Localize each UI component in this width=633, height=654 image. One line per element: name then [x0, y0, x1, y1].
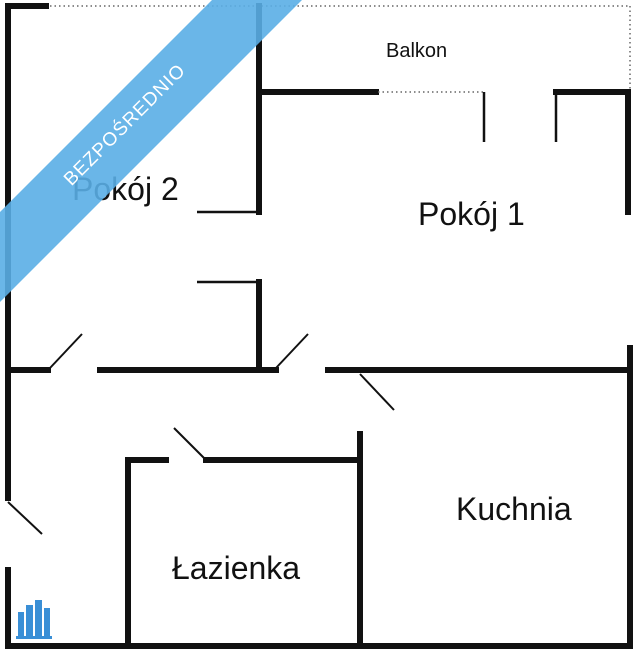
- balcony-wall: [259, 89, 631, 215]
- outer-walls: [5, 3, 633, 649]
- door-pokoj-2: [49, 333, 83, 369]
- logo-building-3: [35, 600, 42, 636]
- door-lazienka: [173, 427, 207, 461]
- door-pokoj-1: [275, 333, 309, 369]
- door-kuchnia: [359, 373, 395, 411]
- agency-logo: [16, 600, 52, 639]
- doors: [7, 333, 395, 535]
- lazienka-walls: [125, 431, 363, 649]
- logo-building-2: [26, 605, 33, 636]
- logo-building-4: [44, 608, 50, 636]
- room-label-kuchnia: Kuchnia: [456, 491, 572, 527]
- door-entrance: [7, 501, 43, 535]
- room-label-lazienka: Łazienka: [172, 550, 300, 586]
- room-label-pokoj-1: Pokój 1: [418, 196, 525, 232]
- room-label-balkon: Balkon: [386, 40, 447, 62]
- logo-building-1: [18, 612, 24, 636]
- logo-base: [16, 636, 52, 639]
